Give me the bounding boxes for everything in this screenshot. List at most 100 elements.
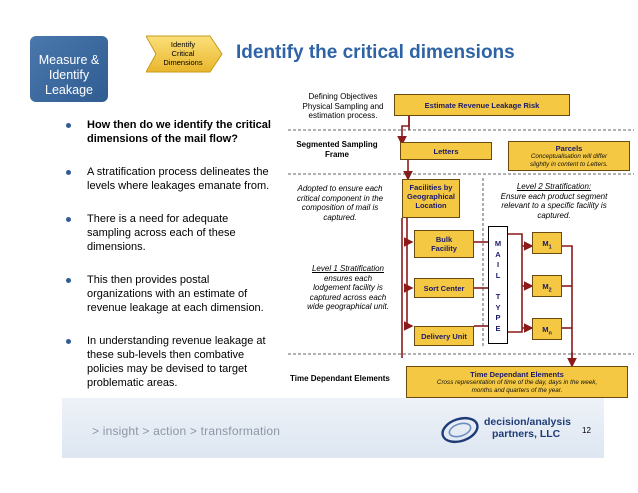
- connector-lines: [288, 116, 634, 368]
- level1-note: Level 1 Stratification ensures each lodg…: [302, 264, 394, 312]
- facilities-box: Facilities by Geographical Location: [402, 179, 460, 218]
- mail-type-gap: [489, 281, 507, 292]
- footer-tagline: > insight > action > transformation: [92, 424, 281, 438]
- level2-line: relevant to a specific facility is: [501, 201, 607, 210]
- letters-label: Letters: [433, 147, 459, 156]
- segmented-sampling-line: Frame: [324, 149, 349, 159]
- parcels-box: Parcels Conceptualisation will differ sl…: [508, 141, 630, 171]
- bulk-facility-box: Bulk Facility: [414, 230, 474, 258]
- section-badge-line: Measure &: [38, 53, 100, 67]
- bullet-item: A stratification process delineates the …: [66, 165, 286, 193]
- step-arrow-line: Dimensions: [163, 58, 203, 67]
- mail-type-letter: E: [495, 323, 501, 333]
- estimate-revenue-box: Estimate Revenue Leakage Risk: [394, 94, 570, 116]
- adopted-note: Adopted to ensure each critical componen…: [292, 184, 388, 222]
- mn-label: Mn: [533, 325, 561, 339]
- bullet-item: How then do we identify the critical dim…: [66, 118, 286, 146]
- level2-title: Level 2 Stratification:: [516, 182, 592, 191]
- m1-label: M1: [533, 239, 561, 253]
- bullet-list: How then do we identify the critical dim…: [66, 118, 286, 409]
- bullet-item: This then provides postal organizations …: [66, 273, 286, 315]
- bullet-dot-icon: [66, 170, 71, 175]
- logo-name: decision/analysis partners, LLC: [484, 416, 571, 440]
- bullet-dot-icon: [66, 123, 71, 128]
- sort-center-box: Sort Center: [414, 278, 474, 298]
- slide-title: Identify the critical dimensions: [236, 42, 515, 63]
- stratification-diagram: Defining Objectives Physical Sampling an…: [288, 86, 634, 404]
- bullet-item: There is a need for adequate sampling ac…: [66, 212, 286, 254]
- time-dependant-line: months and quarters of the year.: [471, 386, 563, 394]
- step-arrow-line: Critical: [171, 49, 195, 58]
- bullet-text: organizations with an estimate of: [87, 288, 248, 300]
- step-arrow-line: Identify: [170, 40, 196, 49]
- page-number: 12: [582, 426, 591, 435]
- section-badge-line: Identify: [48, 68, 90, 82]
- sort-center-label: Sort Center: [423, 284, 465, 293]
- level2-line: captured.: [537, 210, 571, 220]
- adopted-note-line: Adopted to ensure each: [297, 184, 383, 193]
- defining-objectives: Defining Objectives Physical Sampling an…: [298, 92, 388, 121]
- estimate-revenue-label: Estimate Revenue Leakage Risk: [424, 101, 540, 110]
- m2-letter: M: [542, 282, 549, 291]
- defining-objectives-text: Physical Sampling and: [302, 101, 384, 111]
- mail-type-box: M A I L T Y P E: [488, 226, 508, 344]
- logo-name-line: decision/analysis: [484, 416, 571, 428]
- mail-type-letter: P: [495, 313, 501, 323]
- mail-type-letter: Y: [495, 302, 501, 312]
- m2-box: M2: [532, 275, 562, 297]
- section-badge-line: Leakage: [45, 83, 93, 97]
- bullet-text: This then provides postal: [87, 274, 210, 286]
- time-dependant-label: Time Dependant Elements: [290, 374, 390, 383]
- level2-note: Level 2 Stratification: Ensure each prod…: [484, 182, 624, 220]
- adopted-note-line: critical component in the: [296, 193, 384, 203]
- bullet-text: In understanding revenue leakage at: [87, 335, 266, 347]
- bullet-text: dimensions of the mail flow?: [87, 133, 238, 145]
- level1-line: wide geographical unit.: [307, 302, 389, 311]
- logo-name-line: partners, LLC: [492, 428, 561, 440]
- section-badge: Measure & Identify Leakage: [30, 36, 108, 102]
- mail-type-letter: I: [496, 260, 500, 270]
- level1-line: captured across each: [309, 292, 387, 302]
- bullet-text: problematic areas.: [87, 377, 178, 389]
- bullet-text: policies may be devised to target: [87, 363, 248, 375]
- segmented-sampling-line: Segmented Sampling: [296, 140, 378, 149]
- level1-line: ensures each: [323, 273, 373, 283]
- logo-swoosh-icon: [441, 416, 479, 444]
- bullet-text: sampling across each of these: [87, 227, 236, 239]
- facilities-line: Geographical: [407, 192, 455, 201]
- bullet-dot-icon: [66, 339, 71, 344]
- bullet-text: revenue leakage at each dimension.: [87, 302, 264, 314]
- bullet-dot-icon: [66, 217, 71, 222]
- parcels-line: Conceptualisation will differ: [530, 153, 608, 160]
- delivery-unit-box: Delivery Unit: [414, 326, 474, 346]
- m1-box: M1: [532, 232, 562, 254]
- bulk-facility-line: Bulk: [435, 235, 453, 244]
- time-dependant-line: Cross representation of time of the day,…: [436, 379, 598, 386]
- mail-type-letter: A: [495, 249, 501, 259]
- mn-box: Mn: [532, 318, 562, 340]
- company-logo: decision/analysis partners, LLC: [438, 410, 588, 446]
- adopted-note-line: captured.: [323, 212, 357, 222]
- m2-label: M2: [533, 282, 561, 296]
- level1-title: Level 1 Stratification: [311, 264, 385, 273]
- m2-subscript: 2: [548, 287, 552, 294]
- bullet-text: these sub-levels then combative: [87, 349, 245, 361]
- level2-line: Ensure each product segment: [500, 191, 608, 201]
- facilities-line: Location: [415, 201, 447, 210]
- bullet-dot-icon: [66, 278, 71, 283]
- time-dependant-title: Time Dependant Elements: [470, 370, 564, 379]
- m1-subscript: 1: [548, 244, 552, 251]
- letters-box: Letters: [400, 142, 492, 160]
- m1-letter: M: [542, 239, 549, 248]
- mail-type-letter: L: [495, 270, 501, 280]
- step-arrow-shape: [146, 35, 223, 73]
- mail-type-letter: T: [495, 291, 501, 301]
- time-dependant-box: Time Dependant Elements Cross representa…: [406, 366, 628, 398]
- delivery-unit-label: Delivery Unit: [421, 332, 467, 341]
- defining-objectives-title: Defining Objectives: [308, 92, 378, 101]
- footer-banner: > insight > action > transformation deci…: [62, 398, 604, 458]
- mn-letter: M: [542, 325, 549, 334]
- defining-objectives-text: estimation process.: [308, 111, 378, 120]
- step-arrow-label: Identify Critical Dimensions: [154, 40, 212, 67]
- step-arrow: Identify Critical Dimensions: [146, 32, 224, 76]
